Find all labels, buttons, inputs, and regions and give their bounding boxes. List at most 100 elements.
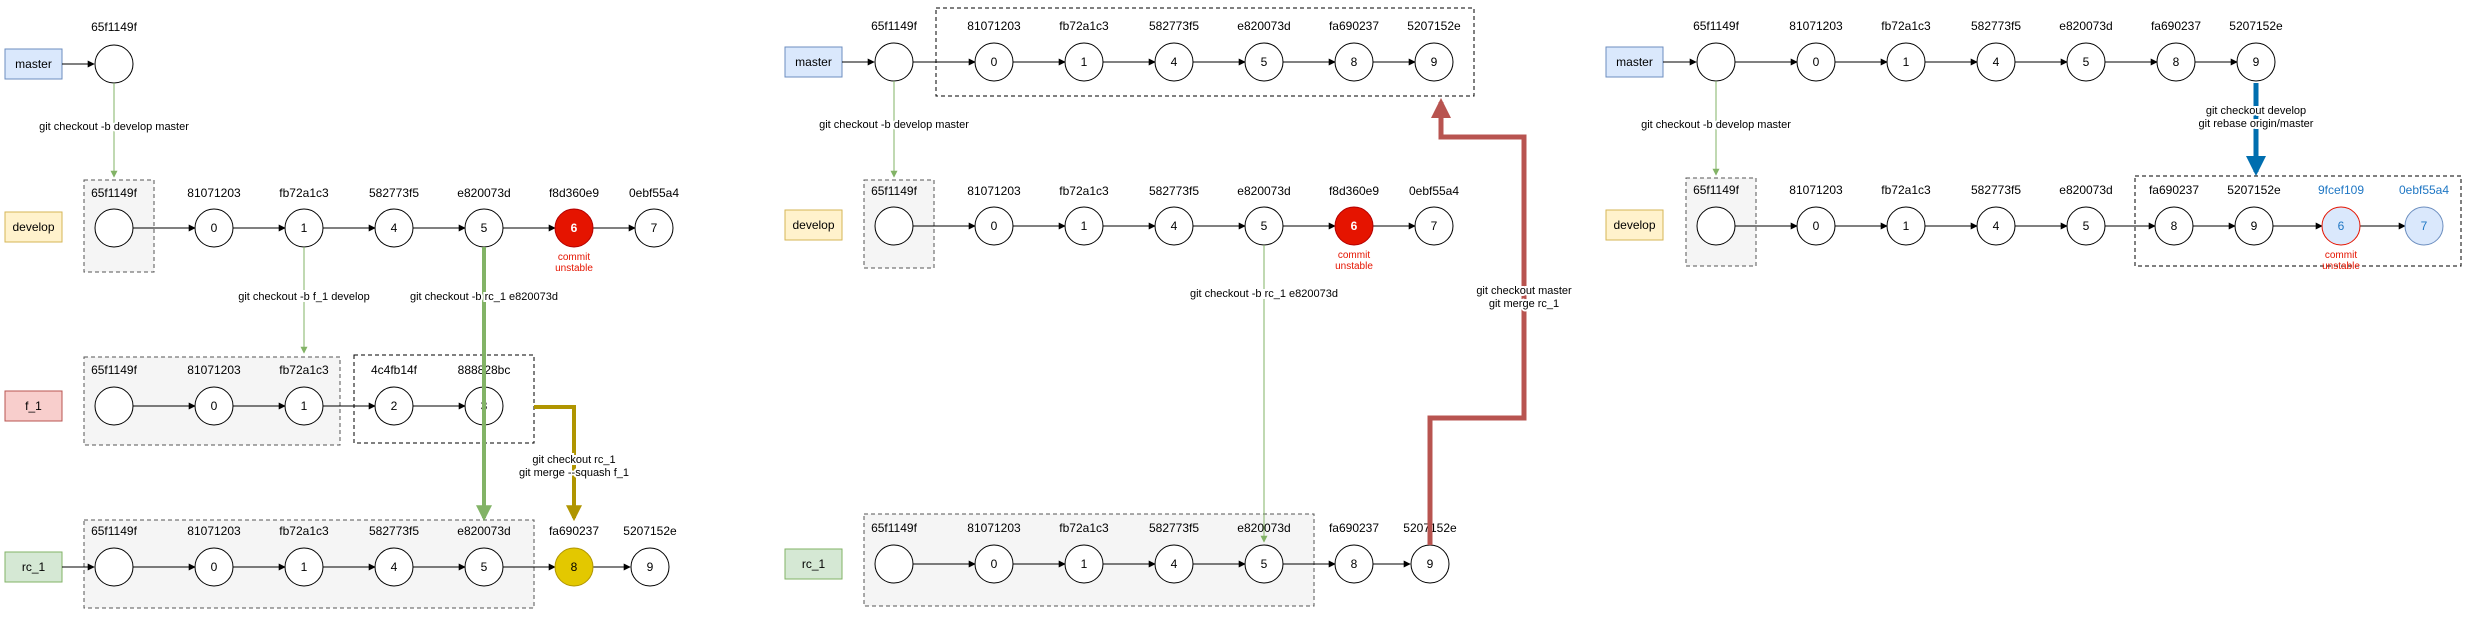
hash-label: 582773f5 [369,186,419,200]
commit-node [1886,206,1926,246]
node-label: 0 [1813,55,1820,69]
hash-label: fb72a1c3 [279,186,329,200]
commit-node-rebased-unstable [2321,206,2361,246]
hash-label: fa690237 [1329,19,1379,33]
branch-rc1 [784,548,843,580]
hash-label: 0ebf55a4 [629,186,679,200]
commit-node [2154,206,2194,246]
branch-develop-label: develop [792,218,834,232]
commit-node [1064,544,1104,584]
node-label: 7 [2421,219,2428,233]
commit-node [374,208,414,248]
commit-node [1154,42,1194,82]
cmd-label: git checkout -b develop master [39,121,189,133]
commit-node [1696,42,1736,82]
branch-f1 [4,390,63,422]
branch-develop-label: develop [12,220,54,234]
commit-node [2066,206,2106,246]
node-label: 0 [211,221,218,235]
hash-label: fb72a1c3 [1059,521,1109,535]
master-merged-group [935,7,1475,97]
branch-master [4,48,63,80]
node-label: 4 [1993,219,2000,233]
hash-label: 65f1149f [91,363,137,377]
commit-node [194,547,234,587]
hash-label: fb72a1c3 [1059,19,1109,33]
commit-node [874,42,914,82]
commit-node [634,208,674,248]
hash-label: 65f1149f [91,20,137,34]
commit-node [2234,206,2274,246]
commit-node [1796,42,1836,82]
branch-master-label: master [795,55,832,69]
node-label: 1 [301,399,308,413]
commit-node-squash [554,547,594,587]
node-label: 9 [2251,219,2258,233]
node-label: 5 [1261,557,1268,571]
commit-node [94,44,134,84]
node-label: 8 [2171,219,2178,233]
cmd-label: git checkout -b develop master [1641,119,1791,131]
node-label: 4 [1171,219,1178,233]
commit-node [1334,42,1374,82]
node-label: 4 [1171,55,1178,69]
commit-node [1696,206,1736,246]
hash-label: e820073d [457,186,510,200]
commit-node [1244,544,1284,584]
hash-label: e820073d [457,524,510,538]
node-label: 4 [1171,557,1178,571]
node-label: 4 [1993,55,2000,69]
commit-node [284,547,324,587]
hash-label: 4c4fb14f [371,363,418,377]
hash-label: 81071203 [187,363,241,377]
commit-node [1414,42,1454,82]
commit-node [1154,544,1194,584]
hash-label: 5207152e [623,524,677,538]
hash-label: 81071203 [187,524,241,538]
commit-node [374,547,414,587]
commit-node [2156,42,2196,82]
commit-node [94,547,134,587]
node-label: 6 [571,221,578,235]
commit-node [874,544,914,584]
commit-node [194,208,234,248]
branch-develop [784,209,843,241]
hash-label: fb72a1c3 [279,363,329,377]
hash-label: fa690237 [2151,19,2201,33]
node-label: 6 [2338,219,2345,233]
node-label: 9 [1427,557,1434,571]
hash-label: 81071203 [967,184,1021,198]
master-row: 65f1149f 81071203 fb72a1c3 582773f5 e820… [871,19,1461,82]
commit-node [1064,42,1104,82]
commit-node [464,547,504,587]
panel-2: master develop rc_1 65f1149f 81071203 fb… [784,7,1574,607]
hash-label: 5207152e [1407,19,1461,33]
branch-rc1-label: rc_1 [22,560,46,574]
commit-node [974,544,1014,584]
node-label: 9 [1431,55,1438,69]
commit-node [1334,544,1374,584]
hash-label: 5207152e [2227,183,2281,197]
branch-develop-label: develop [1613,218,1655,232]
hash-label: 81071203 [1789,19,1843,33]
hash-label: 582773f5 [369,524,419,538]
hash-label: 65f1149f [91,186,137,200]
hash-label: 582773f5 [1971,19,2021,33]
commit-node-unstable [554,208,594,248]
hash-label: 65f1149f [871,19,917,33]
commit-node [2236,42,2276,82]
commit-node [1796,206,1836,246]
hash-label: 582773f5 [1149,184,1199,198]
hash-label: 65f1149f [871,521,917,535]
commit-node [2066,42,2106,82]
hash-label: e820073d [2059,19,2112,33]
node-label: 9 [647,560,654,574]
commit-node [1064,206,1104,246]
develop-row: 65f1149f 81071203 fb72a1c3 582773f5 e820… [1693,183,2449,272]
node-label: 1 [1081,55,1088,69]
node-label: 0 [991,219,998,233]
